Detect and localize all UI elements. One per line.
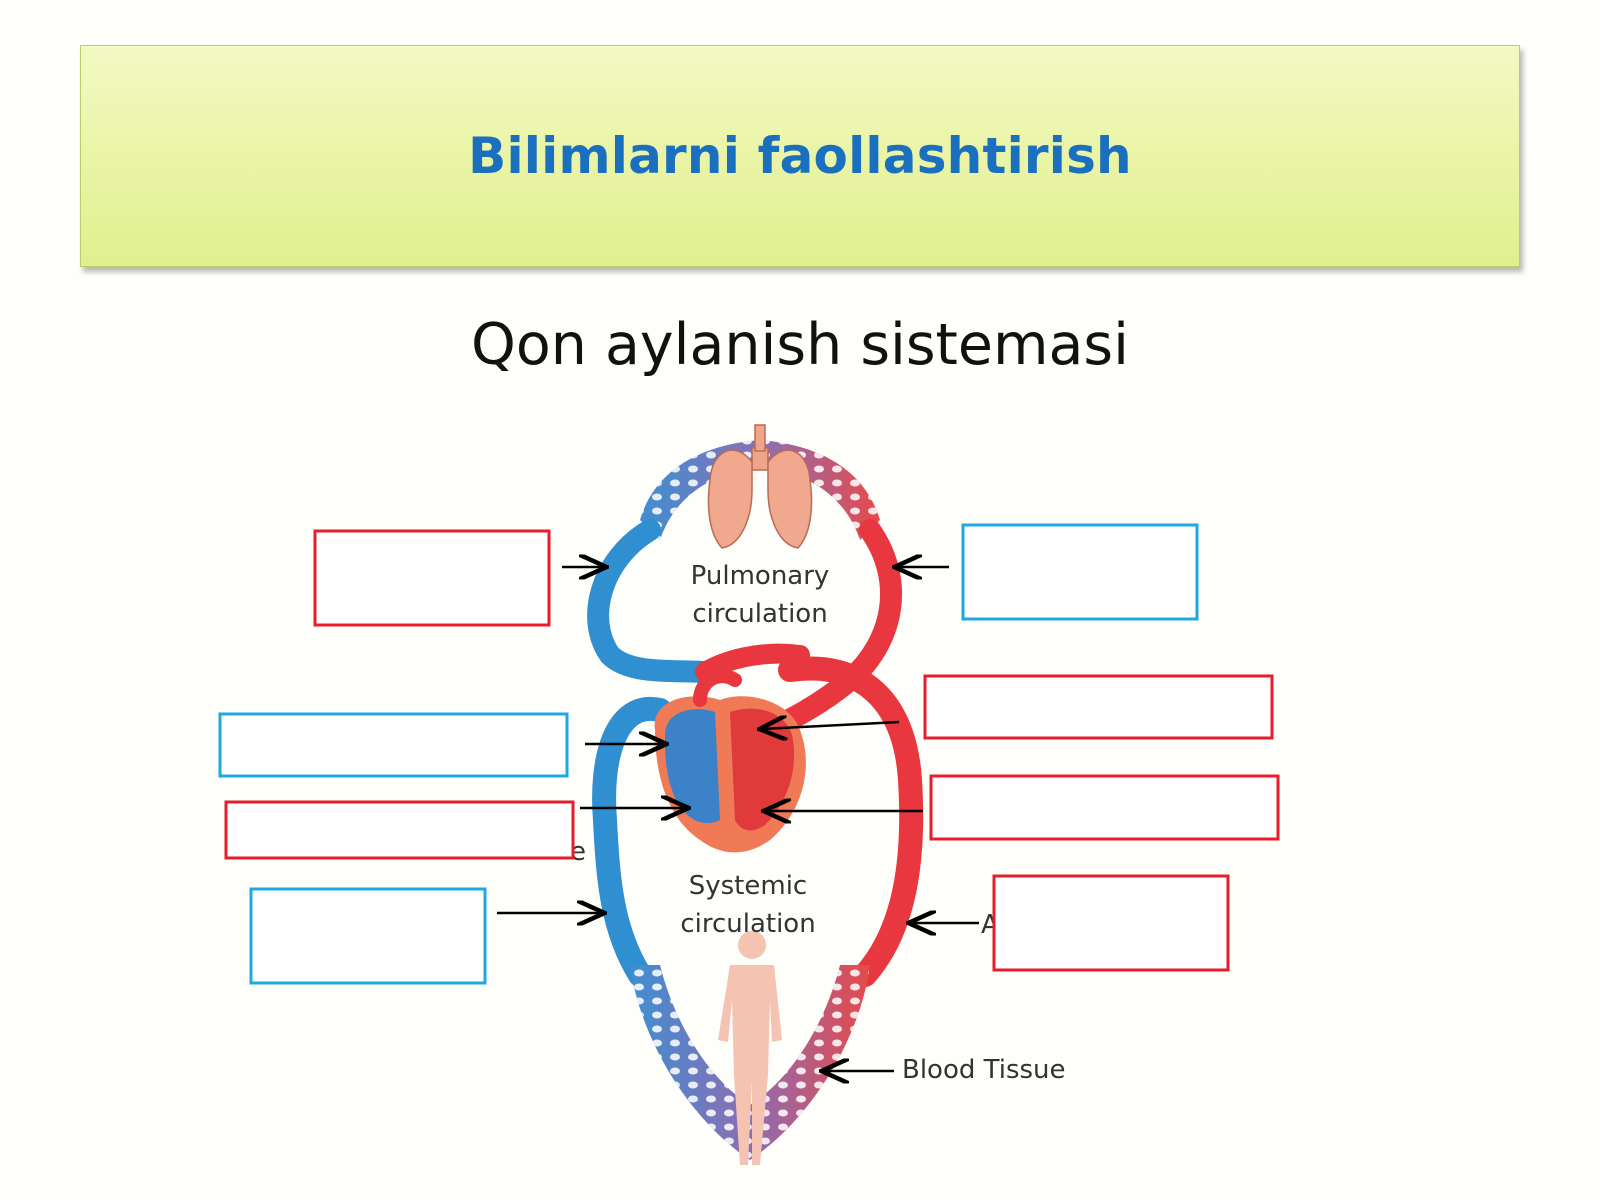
pulmonary-capillaries [640,440,880,540]
answer-box-red-2[interactable] [923,674,1274,740]
blood-tissue-label: Blood Tissue [902,1055,1066,1085]
answer-box-red-1[interactable] [313,529,551,627]
title-banner: Bilimlarni faollashtirish [80,45,1520,267]
systemic-vessels [592,656,924,987]
answer-box-red-3[interactable] [224,800,575,860]
arrow-right-2 [762,722,900,729]
answer-box-blue-3[interactable] [249,887,487,985]
answer-boxes [218,523,1280,985]
answer-box-red-4[interactable] [929,774,1280,841]
human-figure-icon [718,931,782,1165]
answer-box-blue-1[interactable] [961,523,1199,621]
pulmonary-label-line1: Pulmonary [691,561,830,591]
pointer-arrows [497,567,979,1071]
systemic-label-line2: circulation [680,909,815,939]
answer-box-blue-2[interactable] [218,712,569,778]
heart-icon [654,669,806,853]
lungs-icon [707,424,813,549]
slide-title: Bilimlarni faollashtirish [468,127,1132,185]
answer-box-red-5[interactable] [992,874,1230,972]
pulmonary-label-line2: circulation [692,599,827,629]
systemic-label-line1: Systemic [689,871,807,901]
slide-subtitle: Qon aylanish sistemasi [471,312,1129,378]
